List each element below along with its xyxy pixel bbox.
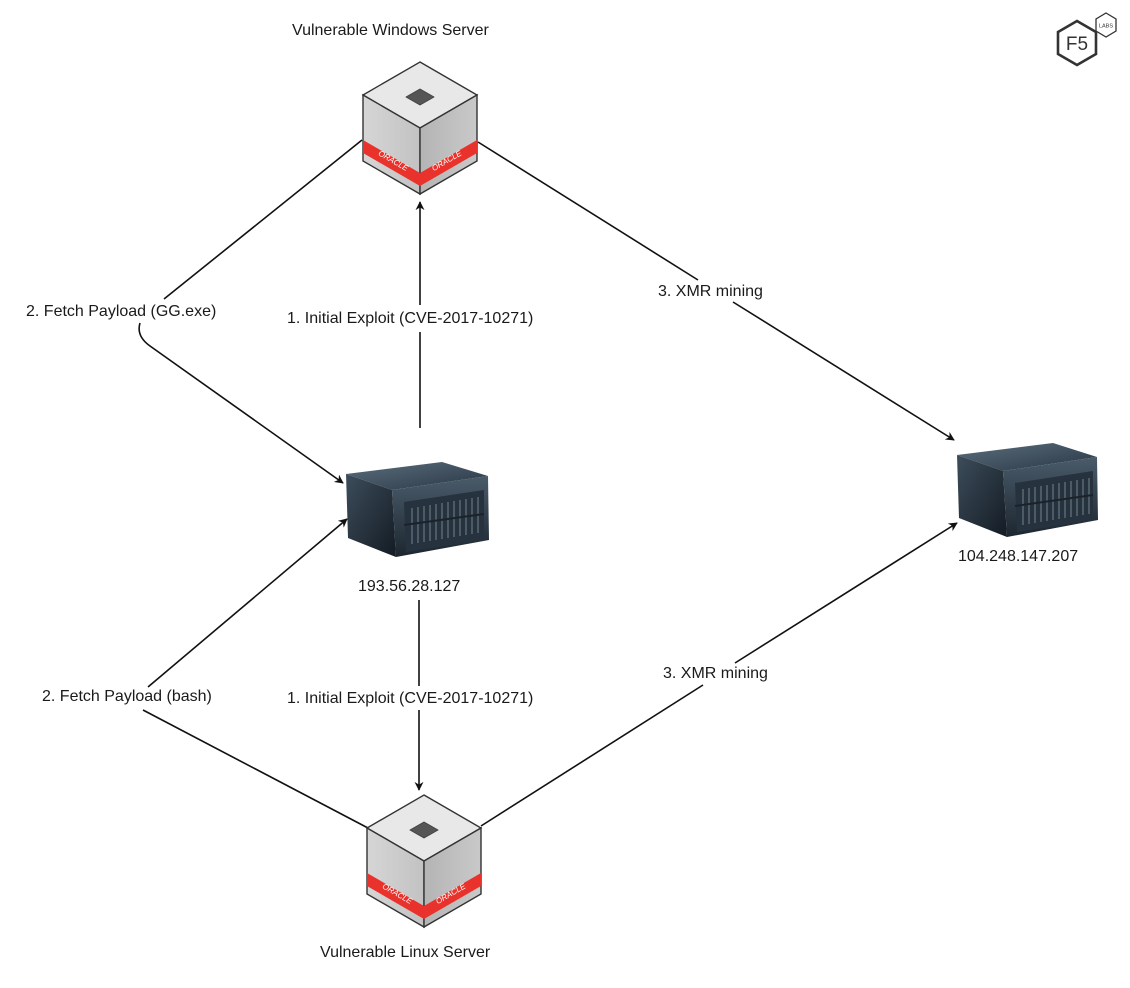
edge-label-payload-linux: 2. Fetch Payload (bash) xyxy=(40,688,214,706)
edge-mining-windows-line-upper xyxy=(477,141,699,281)
windows-server-icon[interactable]: ORACLE ORACLE xyxy=(361,61,479,196)
mining-server-icon[interactable] xyxy=(957,443,1098,537)
f5-labs-logo: F5 LABS xyxy=(1056,12,1117,67)
edge-payload-windows-line-lower xyxy=(138,322,344,484)
linux-server-icon[interactable]: ORACLE ORACLE xyxy=(365,794,483,929)
windows-server-title: Vulnerable Windows Server xyxy=(292,22,489,39)
edge-mining-linux-line-lower xyxy=(480,684,704,827)
f5-logo-text: F5 xyxy=(1066,34,1088,55)
edge-mining-linux-line-upper xyxy=(734,522,958,664)
edge-payload-linux-line-upper xyxy=(147,518,348,688)
labs-logo-text: LABS xyxy=(1099,24,1113,30)
edge-label-payload-windows: 2. Fetch Payload (GG.exe) xyxy=(24,303,219,321)
edge-payload-windows-line-upper xyxy=(163,139,363,300)
edge-label-mining-linux: 3. XMR mining xyxy=(661,665,770,683)
mining-server-label: 104.248.147.207 xyxy=(958,548,1079,565)
edge-payload-linux-line-lower xyxy=(142,709,369,829)
edge-label-exploit-linux: 1. Initial Exploit (CVE-2017-10271) xyxy=(285,690,536,708)
edge-label-mining-windows: 3. XMR mining xyxy=(656,283,765,301)
edge-label-exploit-windows: 1. Initial Exploit (CVE-2017-10271) xyxy=(285,310,536,328)
edge-mining-windows-line-lower xyxy=(732,301,955,441)
attacker-server-label: 193.56.28.127 xyxy=(358,578,461,595)
attacker-server-icon[interactable] xyxy=(346,462,489,557)
linux-server-title: Vulnerable Linux Server xyxy=(320,944,491,961)
